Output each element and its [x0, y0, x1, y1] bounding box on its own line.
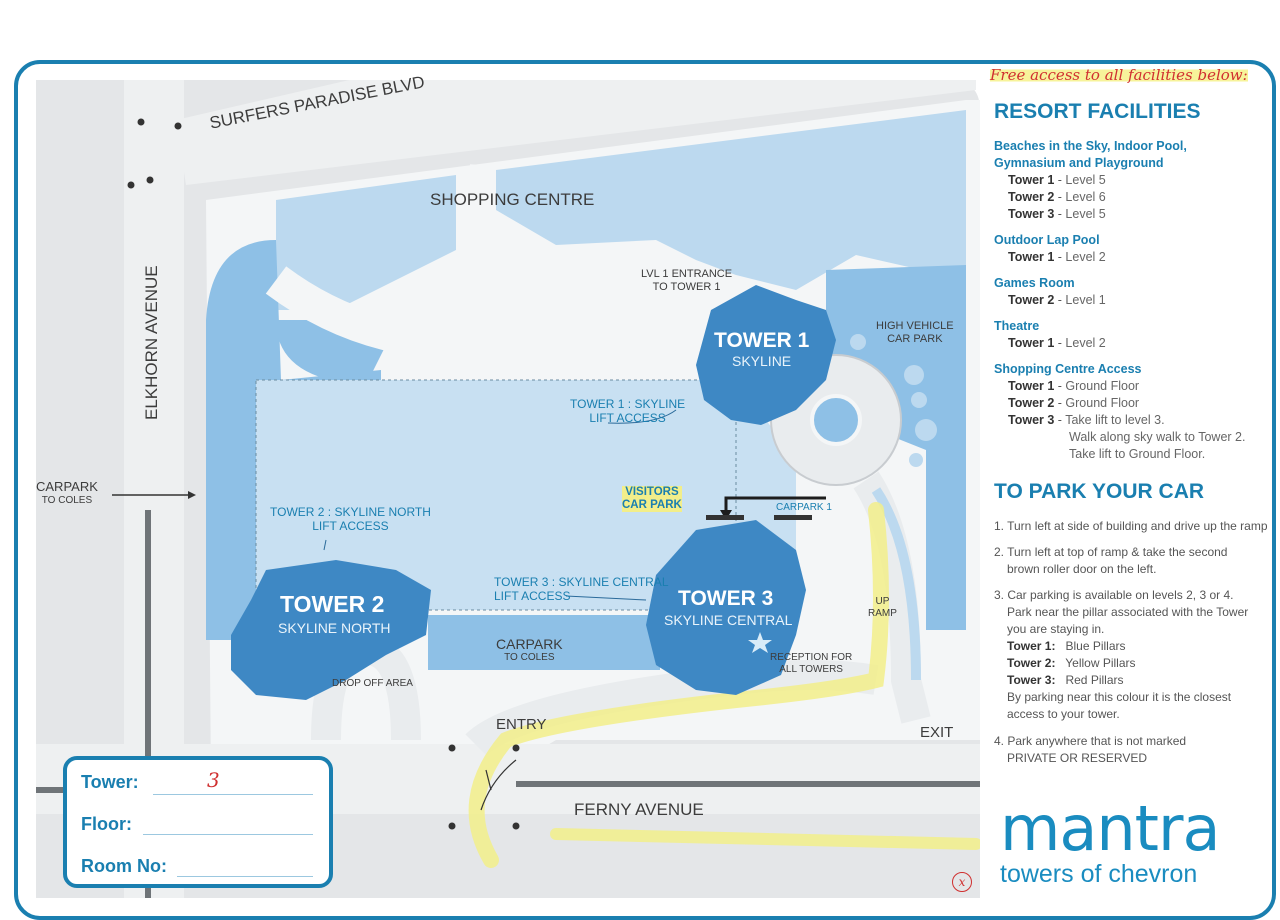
facility-row-extra: Take lift to Ground Floor.: [1069, 447, 1206, 461]
shopping-centre-west: [206, 240, 381, 380]
facility-row: Tower 1 - Level 5: [1008, 173, 1106, 187]
logo-word: mantra: [1000, 792, 1220, 865]
facility-row: Tower 1 - Level 2: [1008, 336, 1106, 350]
carpark1-label: CARPARK 1: [776, 502, 832, 513]
handwritten-x-mark: x: [952, 872, 972, 892]
tower-field[interactable]: [153, 794, 313, 795]
tower-1-name: TOWER 1: [714, 329, 810, 352]
map-graphic: [36, 80, 980, 898]
facility-category: Beaches in the Sky, Indoor Pool,Gymnasiu…: [994, 139, 1187, 170]
drop-off-label: DROP OFF AREA: [332, 678, 413, 689]
facility-row: Tower 3 - Take lift to level 3.: [1008, 413, 1165, 427]
facility-row: Tower 2 - Ground Floor: [1008, 396, 1140, 410]
facility-row: Tower 2 - Level 1: [1008, 293, 1106, 307]
facility-category: Theatre: [994, 319, 1040, 333]
facility-category: Shopping Centre Access: [994, 362, 1142, 376]
floor-field[interactable]: [143, 834, 313, 835]
tower-1-shape: [696, 285, 836, 425]
carpark-coles-block: [428, 615, 660, 670]
park-step-1: 1. Turn left at side of building and dri…: [994, 519, 1268, 533]
handwritten-note: Free access to all facilities below:: [990, 66, 1248, 84]
logo-subtitle: towers of chevron: [1000, 860, 1198, 888]
facility-row: Tower 3 - Level 5: [1008, 207, 1106, 221]
entry-label: ENTRY: [496, 716, 547, 733]
route-highlight: [468, 502, 889, 868]
tower-label: Tower:: [81, 772, 139, 792]
tower-1-sub: SKYLINE: [732, 353, 792, 369]
reception-star: [748, 632, 772, 653]
facility-row-extra: Walk along sky walk to Tower 2.: [1069, 430, 1246, 444]
central-atrium: [256, 380, 796, 610]
carpark1-arrow: [724, 496, 826, 510]
tower-2-shape: [231, 560, 431, 700]
guest-card: Tower: 3 Floor: Room No:: [63, 756, 333, 888]
elkhorn-avenue-label: ELKHORN AVENUE: [142, 265, 161, 420]
surfers-road: [176, 80, 976, 185]
resort-facilities-title: RESORT FACILITIES: [994, 100, 1201, 123]
room-field[interactable]: [177, 876, 313, 877]
exit-label: EXIT: [920, 724, 954, 741]
tower-2-name: TOWER 2: [280, 591, 385, 617]
floor-label: Floor:: [81, 814, 132, 834]
facility-row: Tower 1 - Level 2: [1008, 250, 1106, 264]
mantra-logo: mantra towers of chevron: [1000, 792, 1276, 889]
resort-map: SURFERS PARADISE BLVD ELKHORN AVENUE FER…: [36, 72, 980, 898]
tower-3-sub: SKYLINE CENTRAL: [664, 612, 793, 628]
park-step-3: 3. Car parking is available on levels 2,…: [994, 588, 1249, 721]
tower-3-name: TOWER 3: [678, 587, 774, 610]
room-label: Room No:: [81, 856, 167, 876]
facility-category: Outdoor Lap Pool: [994, 233, 1100, 247]
park-your-car-title: TO PARK YOUR CAR: [994, 480, 1205, 503]
facility-row: Tower 2 - Level 6: [1008, 190, 1106, 204]
shopping-centre-label: SHOPPING CENTRE: [430, 190, 595, 209]
facility-row: Tower 1 - Ground Floor: [1008, 379, 1140, 393]
facility-category: Games Room: [994, 276, 1075, 290]
ferny-avenue-label: FERNY AVENUE: [574, 800, 704, 819]
park-step-2: 2. Turn left at top of ramp & take the s…: [994, 545, 1228, 576]
shopping-centre: [276, 175, 456, 310]
walkway: [265, 257, 689, 360]
tower-2-sub: SKYLINE NORTH: [278, 620, 391, 636]
tower-value: 3: [207, 768, 220, 792]
